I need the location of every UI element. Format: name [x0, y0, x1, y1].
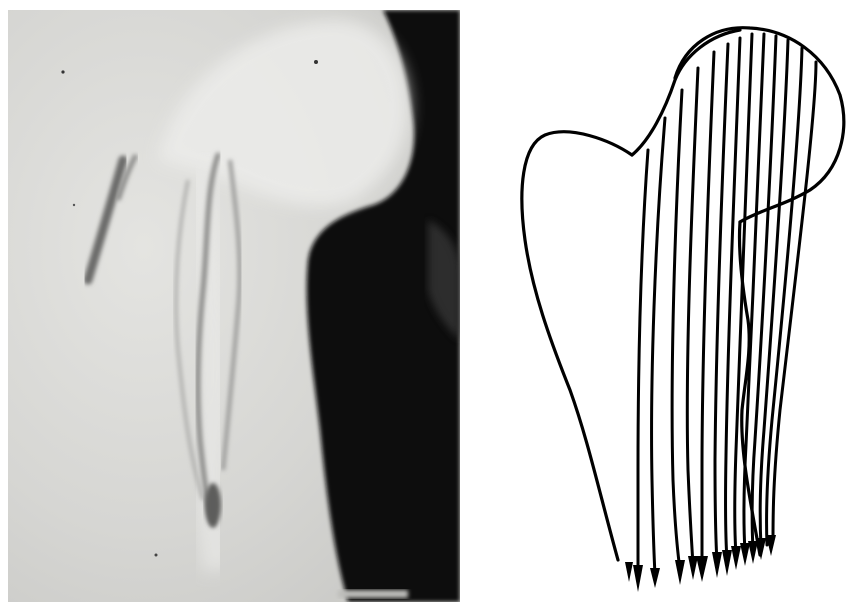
flow-line [672, 90, 682, 570]
diagram-panel [470, 0, 850, 604]
arrowhead [625, 562, 633, 582]
flow-lines [638, 34, 816, 575]
flow-line [702, 52, 714, 565]
arrowhead [650, 568, 660, 588]
diagram-drawing [470, 0, 850, 604]
arrowhead [722, 550, 732, 576]
arrowhead [748, 541, 758, 564]
arrowhead [675, 560, 685, 585]
arrowhead [688, 556, 698, 580]
arrowhead [712, 552, 722, 578]
radiograph-panel [8, 10, 460, 602]
arrowhead [731, 546, 741, 570]
arrowhead [696, 556, 708, 582]
flow-line [687, 68, 698, 565]
flow-line [652, 118, 665, 575]
flow-line [773, 62, 816, 540]
radiograph-image [8, 10, 460, 602]
flow-line [638, 150, 648, 570]
femur-outline-left [522, 132, 632, 560]
arrowhead [740, 543, 750, 566]
flow-line [726, 38, 740, 560]
arrowhead [633, 565, 643, 592]
